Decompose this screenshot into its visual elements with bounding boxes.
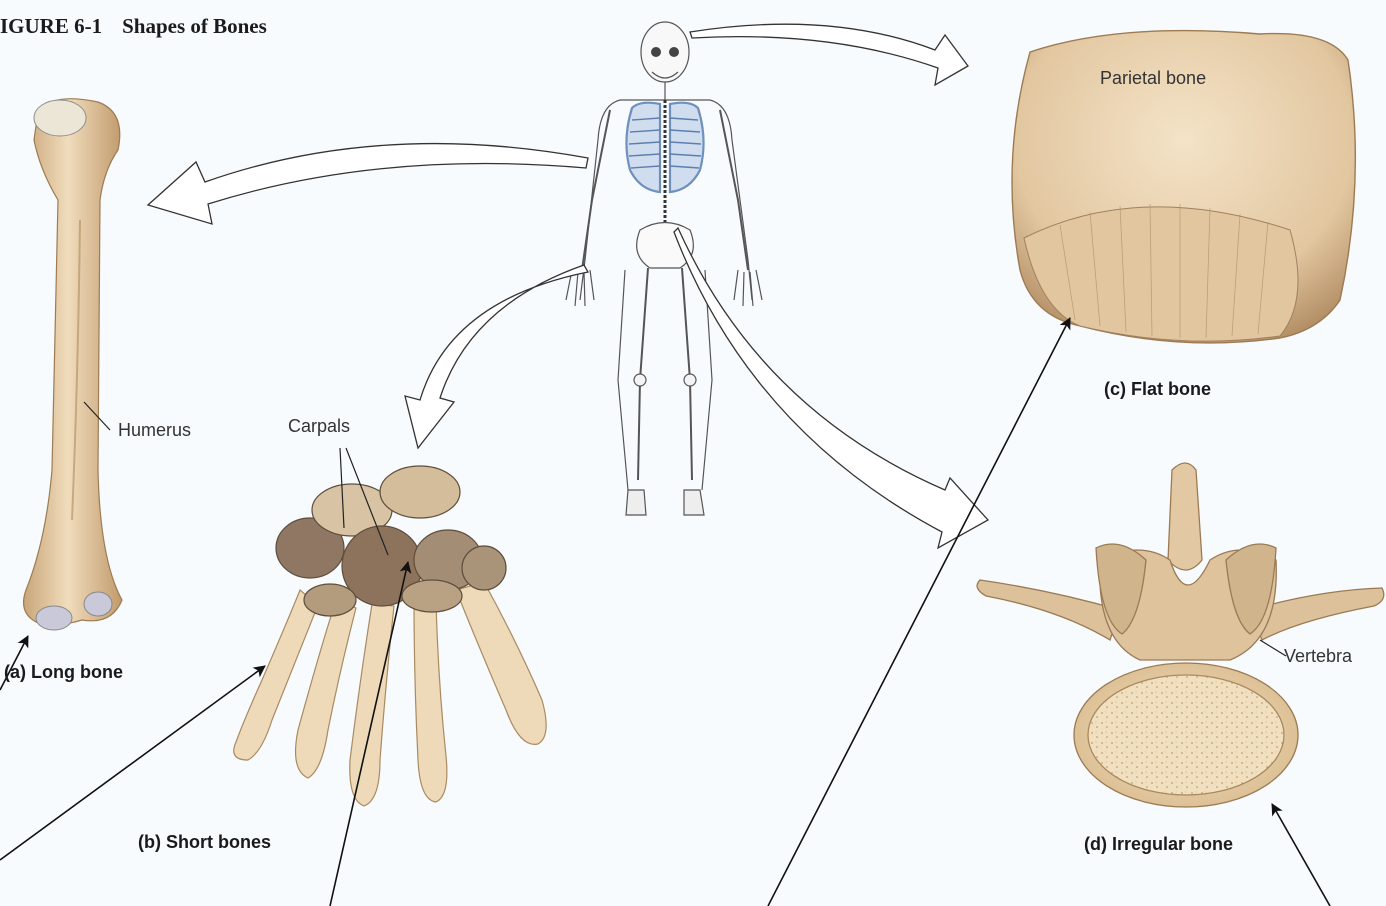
skeleton-hand-right — [734, 270, 762, 306]
vertebra-bone — [977, 463, 1384, 807]
arrow-to-flat-bone — [690, 24, 968, 85]
hand-bones — [234, 466, 546, 806]
vertebra-leader-line — [1260, 640, 1286, 656]
arrow-to-long-bone — [148, 144, 588, 224]
short-bones-caption: (b) Short bones — [138, 832, 271, 853]
figure-title-text: Shapes of Bones — [122, 14, 267, 38]
irregular-bone-caption: (d) Irregular bone — [1084, 834, 1233, 855]
parietal-bone-label: Parietal bone — [1100, 68, 1206, 89]
carpals-label: Carpals — [288, 416, 350, 437]
humerus-label: Humerus — [118, 420, 191, 441]
humerus-bone — [24, 99, 122, 630]
arrow-to-irregular-bone — [674, 228, 988, 548]
hollow-arrows — [148, 24, 988, 548]
long-bone-caption: (a) Long bone — [4, 662, 123, 683]
skeleton-figure — [566, 22, 762, 515]
figure-number: IGURE 6-1 — [0, 14, 102, 38]
arrow-to-short-bones — [405, 265, 588, 448]
pointer-to-short-bones — [0, 666, 265, 860]
pointer-to-flat-bone — [768, 318, 1070, 906]
flat-bone-caption: (c) Flat bone — [1104, 379, 1211, 400]
pointer-to-irregular-bone — [1272, 804, 1330, 906]
figure-title: IGURE 6-1 Shapes of Bones — [0, 14, 267, 39]
vertebra-label: Vertebra — [1284, 646, 1352, 667]
skull — [641, 22, 689, 82]
